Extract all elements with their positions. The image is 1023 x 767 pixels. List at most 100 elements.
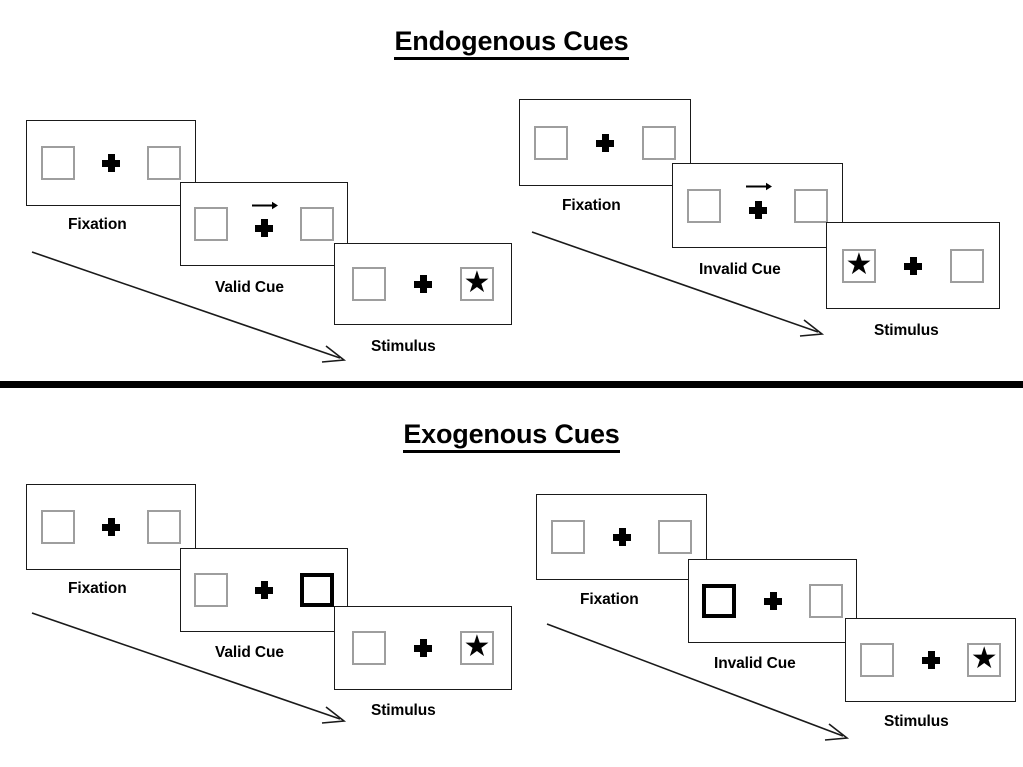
placeholder-square-right: ★ xyxy=(147,146,182,180)
star-icon: ★ xyxy=(463,266,491,299)
placeholder-square-left: ★ xyxy=(534,125,568,160)
stimulus-square-right: ★ xyxy=(460,631,494,665)
left-placeholder-box: ★ xyxy=(846,643,908,677)
left-placeholder-box: ★ xyxy=(537,520,599,554)
center-column xyxy=(582,100,628,185)
left-stimulus-box: ★ xyxy=(828,247,890,283)
section-title-endogenous: Endogenous Cues xyxy=(0,26,1023,60)
center-column xyxy=(88,121,133,205)
panel-exogenous-invalid-cue: ★ ★ xyxy=(688,559,857,643)
center-column xyxy=(400,607,446,689)
placeholder-square-right: ★ xyxy=(642,125,676,160)
right-placeholder-box: ★ xyxy=(780,188,842,223)
fixation-cross-icon xyxy=(904,256,922,275)
placeholder-square-right: ★ xyxy=(794,188,829,223)
fixation-cross-icon xyxy=(612,528,631,546)
left-placeholder-box: ★ xyxy=(673,188,735,223)
right-placeholder-box: ★ xyxy=(134,510,195,544)
placeholder-square-left: ★ xyxy=(352,267,386,301)
panel-endogenous-valid-fixation: ★ ★ xyxy=(26,120,196,206)
section-title-exogenous-text: Exogenous Cues xyxy=(403,419,620,453)
center-column xyxy=(88,485,133,569)
center-column xyxy=(750,560,795,642)
right-placeholder-box: ★ xyxy=(134,146,195,180)
stimulus-square-left: ★ xyxy=(842,247,876,283)
placeholder-square-right: ★ xyxy=(950,248,984,283)
caption-endogenous-invalid-cue: Invalid Cue xyxy=(699,261,781,278)
panel-endogenous-invalid-fixation: ★ ★ xyxy=(519,99,691,186)
stimulus-square-right: ★ xyxy=(460,267,494,301)
caption-exogenous-valid-stimulus: Stimulus xyxy=(371,702,436,719)
fixation-cross-icon xyxy=(921,651,940,669)
fixation-cross-icon xyxy=(255,219,273,237)
placeholder-square-left: ★ xyxy=(194,573,229,607)
center-column xyxy=(908,619,954,701)
panel-endogenous-invalid-stimulus: ★ ★ xyxy=(826,222,1000,309)
panel-endogenous-invalid-cue: ★ ★ xyxy=(672,163,843,248)
caption-endogenous-valid-stimulus: Stimulus xyxy=(371,338,436,355)
panel-endogenous-valid-cue: ★ ★ xyxy=(180,182,348,266)
caption-endogenous-invalid-fixation: Fixation xyxy=(562,197,621,214)
left-placeholder-box: ★ xyxy=(338,631,400,665)
panel-exogenous-invalid-stimulus: ★ ★ xyxy=(845,618,1016,702)
caption-endogenous-invalid-stimulus: Stimulus xyxy=(874,322,939,339)
fixation-cross-icon xyxy=(748,200,767,219)
placeholder-square-right: ★ xyxy=(147,510,182,544)
panel-exogenous-valid-cue: ★ ★ xyxy=(180,548,348,632)
flow-arrow-endogenous-valid xyxy=(30,248,352,370)
fixation-cross-icon xyxy=(255,581,273,599)
left-cued-box: ★ xyxy=(689,584,750,618)
right-stimulus-box: ★ xyxy=(953,643,1015,677)
right-placeholder-box: ★ xyxy=(644,520,706,554)
placeholder-square-left: ★ xyxy=(859,643,894,677)
stimulus-square-right: ★ xyxy=(967,642,1002,677)
caption-endogenous-valid-cue: Valid Cue xyxy=(215,279,284,296)
placeholder-square-left: ★ xyxy=(352,631,386,665)
caption-exogenous-invalid-fixation: Fixation xyxy=(580,591,639,608)
right-cued-box: ★ xyxy=(286,573,347,607)
caption-exogenous-invalid-stimulus: Stimulus xyxy=(884,713,949,730)
placeholder-square-left: ★ xyxy=(194,207,229,241)
left-placeholder-box: ★ xyxy=(181,207,242,241)
fixation-cross-icon xyxy=(101,154,120,172)
placeholder-square-left: ★ xyxy=(686,188,721,223)
right-placeholder-box: ★ xyxy=(286,207,347,241)
cued-square-left: ★ xyxy=(702,584,737,618)
panel-endogenous-valid-stimulus: ★ ★ xyxy=(334,243,512,325)
placeholder-square-left: ★ xyxy=(40,510,75,544)
placeholder-square-right: ★ xyxy=(658,520,693,554)
left-placeholder-box: ★ xyxy=(27,146,88,180)
fixation-cross-icon xyxy=(596,133,614,152)
star-icon: ★ xyxy=(845,247,873,281)
left-placeholder-box: ★ xyxy=(338,267,400,301)
panel-exogenous-invalid-fixation: ★ ★ xyxy=(536,494,707,580)
center-column xyxy=(242,549,287,631)
fixation-cross-icon xyxy=(763,592,782,610)
placeholder-square-left: ★ xyxy=(40,146,75,180)
center-column xyxy=(735,164,781,247)
center-column xyxy=(400,244,446,324)
right-placeholder-box: ★ xyxy=(795,584,856,618)
cued-square-right: ★ xyxy=(299,573,334,607)
placeholder-square-right: ★ xyxy=(808,584,843,618)
section-divider xyxy=(0,381,1023,388)
right-stimulus-box: ★ xyxy=(446,631,508,665)
center-column xyxy=(890,223,936,308)
caption-exogenous-valid-fixation: Fixation xyxy=(68,580,127,597)
arrow-right-icon xyxy=(252,201,278,210)
right-placeholder-box: ★ xyxy=(936,248,998,283)
fixation-cross-icon xyxy=(414,639,432,657)
star-icon: ★ xyxy=(463,630,491,663)
center-column xyxy=(242,183,287,265)
left-placeholder-box: ★ xyxy=(181,573,242,607)
panel-exogenous-valid-fixation: ★ ★ xyxy=(26,484,196,570)
left-placeholder-box: ★ xyxy=(520,125,582,160)
arrow-right-icon xyxy=(745,182,772,191)
fixation-cross-icon xyxy=(101,518,120,536)
panel-exogenous-valid-stimulus: ★ ★ xyxy=(334,606,512,690)
star-icon: ★ xyxy=(970,642,998,675)
right-placeholder-box: ★ xyxy=(628,125,690,160)
fixation-cross-icon xyxy=(414,275,432,293)
section-title-exogenous: Exogenous Cues xyxy=(0,419,1023,453)
left-placeholder-box: ★ xyxy=(27,510,88,544)
